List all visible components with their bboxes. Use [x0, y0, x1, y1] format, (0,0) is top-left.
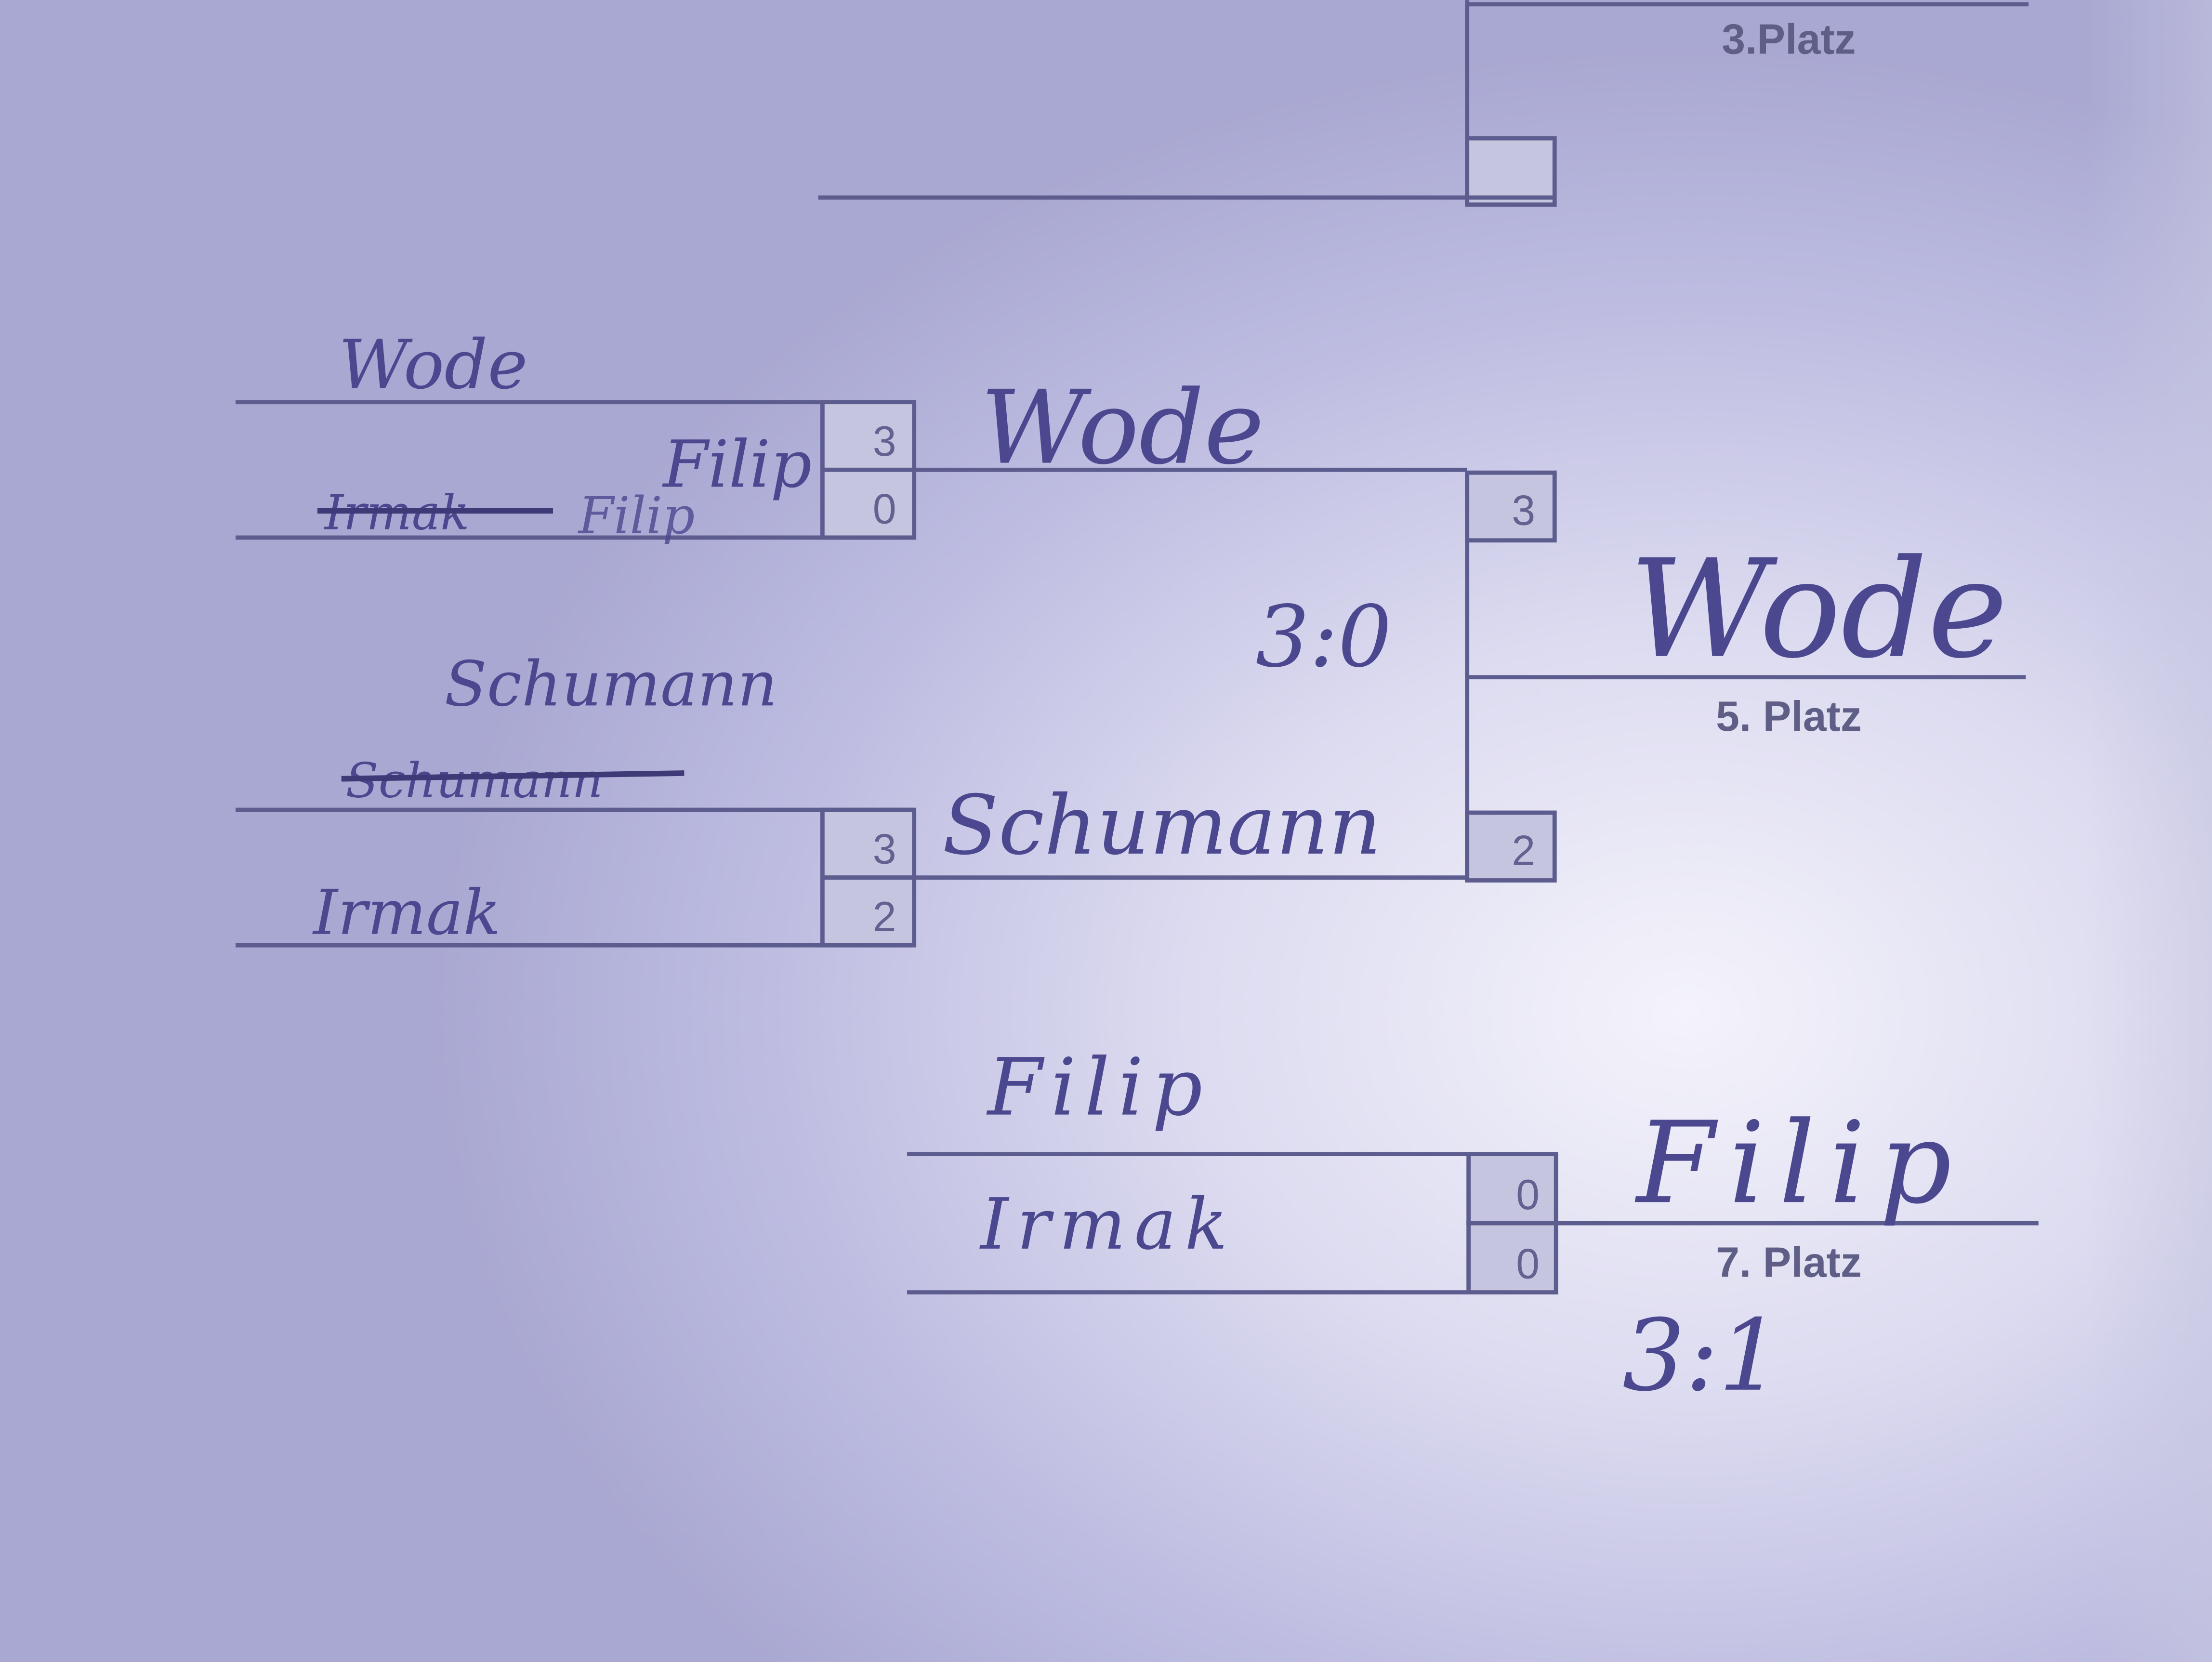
score-top: 3 — [1512, 487, 1535, 534]
winner-name: Filip — [1634, 1098, 1966, 1229]
third-place-label: 3.Platz — [1722, 15, 1856, 63]
score-bottom: 2 — [1512, 826, 1535, 874]
score-box — [820, 400, 917, 472]
score-box — [820, 875, 917, 948]
seventh-place-bracket: 0 0 7. Platz Filip Irmak Filip 3:1 — [907, 1042, 2039, 1413]
winner-name: Wode — [1630, 531, 2008, 688]
paper-edge-shadow — [2087, 0, 2212, 1662]
score-top: 3 — [873, 417, 896, 465]
fifth-place-bracket: 3 2 5. Platz Wode Schumann 3:0 Wode — [942, 369, 2026, 883]
player-name: Wode — [339, 326, 528, 404]
score-top: 0 — [1516, 1171, 1540, 1218]
score-box — [1465, 810, 1557, 883]
match-2: 3 2 Schumann Schumann Irmak — [236, 648, 1467, 949]
score-box — [1466, 1221, 1558, 1295]
score-bottom: 0 — [873, 485, 896, 533]
score-box — [820, 807, 917, 880]
score-box — [1466, 1152, 1558, 1226]
seventh-place-label: 7. Platz — [1716, 1238, 1862, 1286]
player-name: Irmak — [979, 1183, 1236, 1266]
player-name: Schumann — [942, 778, 1381, 873]
player-name: Filip — [661, 426, 812, 502]
player-name: Filip — [986, 1042, 1211, 1134]
player-name: Wode — [980, 369, 1264, 487]
player-name: Schumann — [445, 648, 777, 720]
fifth-place-label: 5. Platz — [1716, 692, 1862, 740]
player-name-struck: Filip — [578, 486, 695, 545]
score-bottom: 0 — [1516, 1240, 1540, 1287]
score-top: 3 — [873, 825, 896, 872]
strikethrough — [341, 770, 685, 782]
player-name-struck: Schumann — [346, 753, 603, 809]
handwritten-result: 3:0 — [1255, 588, 1392, 686]
handwritten-result: 3:1 — [1622, 1299, 1781, 1413]
third-place-bracket: 3.Platz — [818, 0, 2029, 207]
score-box — [1465, 470, 1557, 543]
player-name: Irmak — [312, 877, 501, 949]
score-bottom: 2 — [873, 893, 896, 940]
match-1: 3 0 Wode Irmak Filip Filip — [236, 326, 1467, 545]
score-box — [1465, 136, 1557, 207]
score-box — [820, 467, 917, 540]
